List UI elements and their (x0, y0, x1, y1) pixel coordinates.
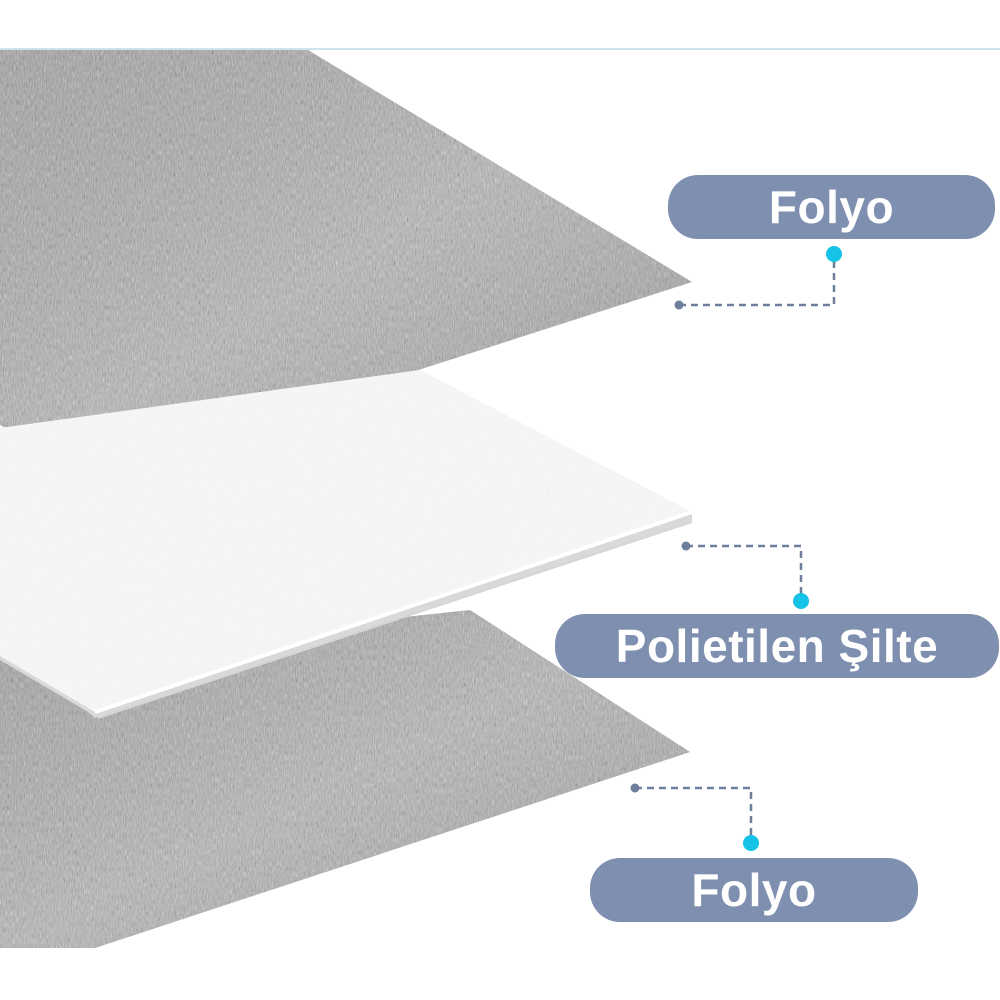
top-foil-sheet (0, 50, 692, 475)
bottom-foil-sheet (0, 610, 690, 948)
connector-top-node (826, 246, 842, 262)
connector-middle-start-dot (681, 541, 691, 551)
connector-middle (681, 541, 809, 609)
connector-bottom (630, 783, 759, 851)
connector-bottom-node (743, 835, 759, 851)
label-polyethylene-foam-text: Polietilen Şilte (615, 620, 939, 672)
label-polyethylene-foam: Polietilen Şilte (555, 614, 999, 678)
label-top-foil-text: Folyo (768, 181, 895, 233)
connector-middle-node (793, 593, 809, 609)
label-bottom-foil-text: Folyo (691, 864, 817, 916)
middle-foam-sheet (0, 370, 693, 719)
connector-top-start-dot (674, 300, 684, 310)
connector-bottom-start-dot (630, 783, 640, 793)
label-top-foil: Folyo (668, 175, 995, 239)
label-bottom-foil: Folyo (590, 858, 918, 922)
connector-top (674, 246, 842, 310)
